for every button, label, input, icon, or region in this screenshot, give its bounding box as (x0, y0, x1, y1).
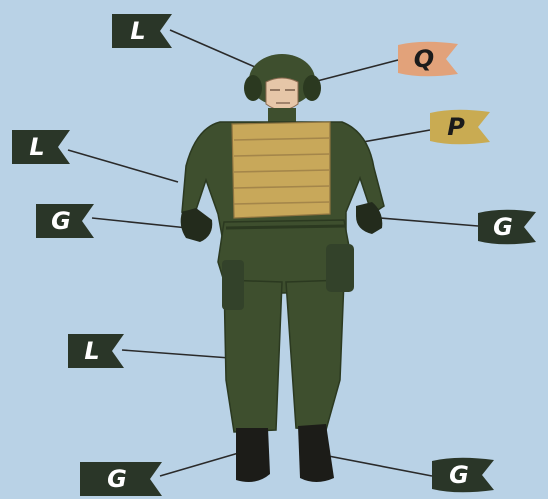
flag-letter: G (51, 207, 71, 235)
face (266, 78, 298, 110)
flag-letter: G (493, 213, 513, 241)
flag-letter: G (449, 461, 469, 489)
flag-letter: L (29, 133, 44, 161)
ear-cup-left (244, 75, 262, 101)
flag-boot-left-G: G (80, 462, 162, 496)
flag-letter: G (107, 465, 127, 493)
flag-letter: P (447, 113, 465, 141)
ear-cup-right (303, 75, 321, 101)
flag-letter: Q (414, 45, 434, 73)
flag-letter: L (84, 337, 99, 365)
flag-letter: L (130, 17, 145, 45)
boot-left (236, 428, 270, 482)
